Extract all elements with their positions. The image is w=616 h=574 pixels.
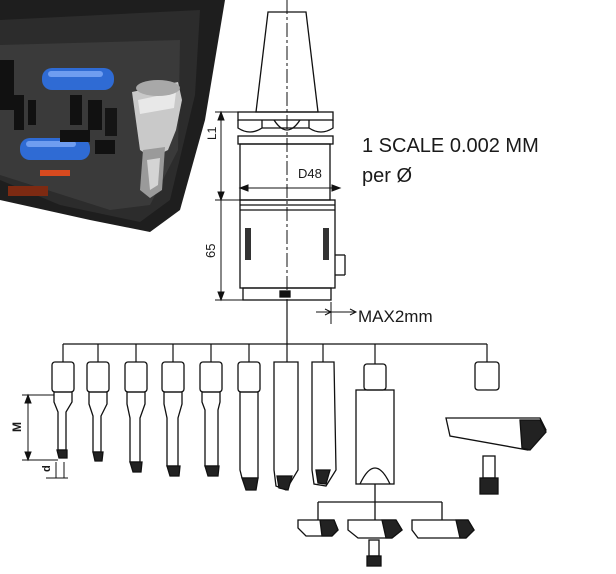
boring-bar-2 — [86, 361, 110, 462]
dim-d48 — [238, 184, 342, 192]
dim-m — [22, 393, 58, 462]
boring-bar-6 — [237, 361, 261, 491]
dim-65 — [215, 200, 243, 302]
max-travel-label: MAX2mm — [358, 307, 433, 326]
boring-bar-8 — [311, 361, 337, 487]
tool-case-photo — [0, 0, 225, 232]
bar-diameter-d-label: d — [41, 465, 53, 472]
height-65-label: 65 — [203, 243, 218, 258]
boring-head-body — [239, 143, 346, 301]
boring-bar-7 — [273, 361, 299, 491]
diameter-label: D48 — [298, 166, 322, 181]
boring-bar-3 — [124, 361, 148, 473]
boring-bar-4 — [161, 361, 185, 477]
dim-d — [46, 462, 68, 479]
boring-bar-bridge — [317, 363, 443, 520]
flange — [237, 111, 334, 145]
dim-l1 — [215, 110, 240, 202]
tool-tree-connectors — [62, 300, 488, 364]
single-insert-holder — [445, 417, 547, 495]
boring-bar-5 — [199, 361, 223, 477]
max-travel-arrow — [316, 302, 358, 324]
bridge-insert-left — [297, 519, 339, 537]
bridge-insert-right — [411, 519, 475, 539]
end-cap — [474, 361, 500, 391]
boring-bar-1 — [51, 361, 75, 459]
bar-length-m-label: M — [10, 422, 24, 432]
scale-per-diameter-text: per Ø — [362, 165, 413, 187]
scale-resolution-text: 1 SCALE 0.002 MM — [362, 135, 539, 157]
bridge-insert-centre — [347, 519, 403, 567]
length-l1-label: L1 — [205, 126, 219, 140]
